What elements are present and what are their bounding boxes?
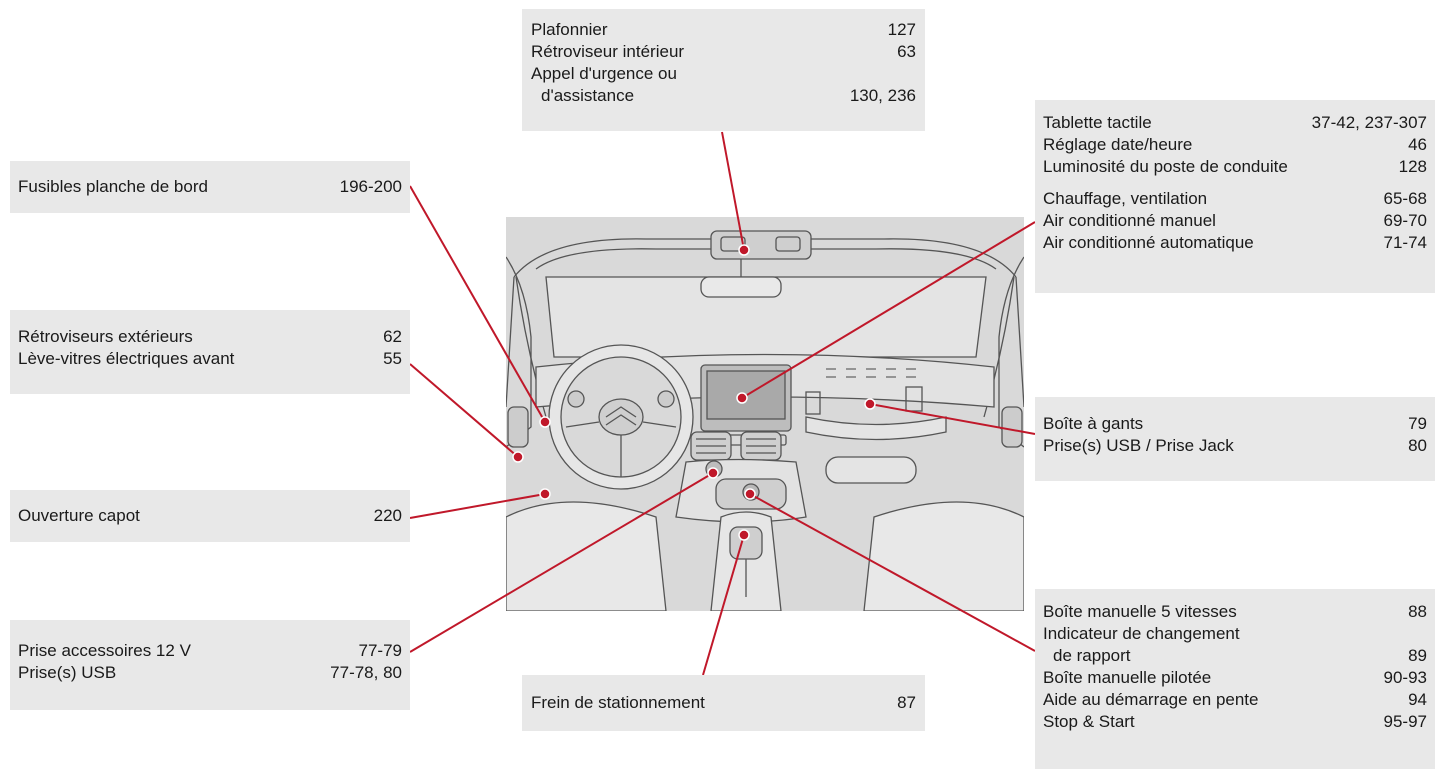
callout-row: Indicateur de changement — [1043, 624, 1240, 643]
dashboard-illustration — [506, 217, 1024, 611]
leader-mirrors — [409, 363, 519, 458]
callout-row: Appel d'urgence ou — [531, 64, 677, 83]
